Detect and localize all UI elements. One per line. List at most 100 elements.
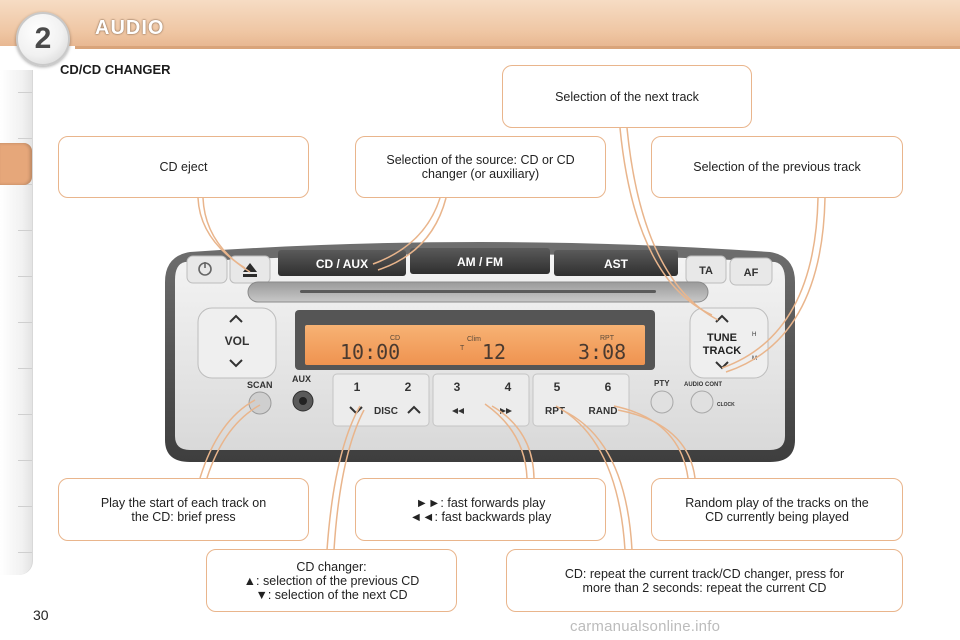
callout-text: CD eject (159, 160, 208, 174)
leader-next-track (619, 127, 713, 316)
am-fm-label: AM / FM (457, 255, 503, 269)
rewind-icon (452, 408, 458, 414)
leader-scan (206, 404, 261, 479)
display-cd: CD (390, 335, 400, 342)
leader-next-track (626, 127, 719, 321)
rand-label: RAND (589, 406, 618, 417)
leader-ffwd (491, 405, 535, 479)
chapter-number: 2 (34, 22, 52, 55)
tab-divider (18, 230, 32, 231)
power-button[interactable] (186, 255, 228, 284)
preset-group-seek[interactable] (432, 373, 530, 427)
pty-label: PTY (654, 379, 670, 388)
tune-label: TUNE (707, 332, 737, 344)
triangle-up-icon: ▲ (243, 573, 257, 588)
tab-divider (18, 506, 32, 507)
audio-cont-button[interactable] (690, 390, 714, 414)
tab-divider (18, 322, 32, 323)
header-rule (75, 46, 960, 49)
lcd-display (305, 325, 645, 365)
callout-text: CD changer: (296, 559, 367, 574)
tab-divider (18, 368, 32, 369)
af-label: AF (744, 267, 759, 279)
rpt-label: RPT (545, 406, 565, 417)
preset-1-label: 1 (354, 380, 361, 394)
leader-source (377, 197, 447, 271)
preset-4-label: 4 (505, 380, 512, 394)
callout-text: : selection of the next CD (267, 587, 408, 602)
callout-text: more than 2 seconds: repeat the current … (582, 580, 827, 595)
preset-group-disc[interactable] (332, 373, 430, 427)
cd-aux-label: CD / AUX (316, 257, 368, 271)
leader-repeat (561, 409, 633, 551)
callout-line: ◄◄: fast backwards play (410, 510, 551, 524)
aux-label: AUX (292, 374, 311, 384)
callout-next-track: Selection of the next track (502, 65, 752, 128)
callout-text: CD currently being played (705, 509, 849, 524)
af-button[interactable] (729, 257, 773, 286)
chevron-down-icon (229, 359, 243, 368)
leader-previous-track (721, 197, 819, 369)
tab-divider (18, 552, 32, 553)
pty-button[interactable] (650, 390, 674, 414)
preset-group-mode[interactable] (532, 373, 630, 427)
display-clim: Clim (467, 336, 481, 343)
vol-rocker[interactable] (197, 307, 277, 379)
callout-text: Selection of the previous track (693, 160, 861, 174)
callout-line: ►►: fast forwards play (410, 496, 551, 510)
callout-text: Selection of the next track (555, 89, 699, 104)
tab-audio-active[interactable] (0, 143, 32, 185)
leader-lines (197, 127, 826, 551)
callout-text: : selection of the previous CD (256, 573, 420, 588)
callout-scan: Play the start of each track on the CD: … (58, 478, 309, 541)
display-time: 10:00 (340, 340, 400, 364)
tab-divider (18, 138, 32, 139)
chapter-badge: 2 (16, 12, 70, 66)
callout-text: CD: repeat the current track/CD changer,… (564, 566, 845, 581)
leader-changer (333, 409, 365, 551)
ast-button[interactable] (554, 250, 678, 276)
callout-text: Selection of the source: CD or CD (386, 153, 575, 167)
leader-previous-track (725, 197, 826, 373)
tab-divider (18, 414, 32, 415)
leader-random (617, 409, 696, 479)
preset-5-label: 5 (554, 380, 561, 394)
callout-line: ▲: selection of the previous CD (244, 574, 420, 588)
display-rpt: RPT (600, 335, 615, 342)
leader-source (372, 197, 441, 265)
leader-scan (199, 399, 256, 479)
triangle-down-icon: ▼ (255, 587, 268, 602)
display-elapsed: 3:08 (578, 340, 626, 364)
callout-previous-track: Selection of the previous track (651, 136, 903, 198)
h-label: H (752, 332, 756, 338)
page-number: 30 (33, 607, 49, 623)
cd-aux-button[interactable] (278, 250, 406, 276)
callout-ffwd: ►►: fast forwards play ◄◄: fast backward… (355, 478, 606, 541)
audio-cont-label: AUDIO CONT (684, 382, 722, 388)
tab-divider (18, 276, 32, 277)
am-fm-button[interactable] (410, 248, 550, 274)
scan-label: SCAN (247, 380, 273, 390)
tune-track-rocker[interactable] (689, 307, 769, 379)
preset-2-label: 2 (405, 380, 412, 394)
callout-changer: CD changer: ▲: selection of the previous… (206, 549, 457, 612)
tab-divider (18, 460, 32, 461)
callout-line: ▼: selection of the next CD (244, 588, 420, 602)
chevron-up-icon (229, 314, 243, 323)
callout-source: Selection of the source: CD or CD change… (355, 136, 606, 198)
display-t: T (460, 345, 465, 352)
chevron-up-icon (407, 405, 421, 414)
section-title: CD/CD CHANGER (60, 62, 171, 77)
callout-repeat: CD: repeat the current track/CD changer,… (506, 549, 903, 612)
leader-ffwd (484, 403, 528, 479)
leader-changer (326, 405, 361, 551)
callout-text: : fast backwards play (434, 509, 552, 524)
clock-label: CLOCK (717, 402, 735, 408)
track-label: TRACK (703, 345, 742, 357)
rewind-icon: ◄◄ (409, 509, 435, 524)
display-track: 12 (482, 340, 506, 364)
tab-divider (18, 92, 32, 93)
callout-random: Random play of the tracks on the CD curr… (651, 478, 903, 541)
ta-button[interactable] (685, 255, 727, 284)
callout-text: changer (or auxiliary) (421, 167, 540, 181)
